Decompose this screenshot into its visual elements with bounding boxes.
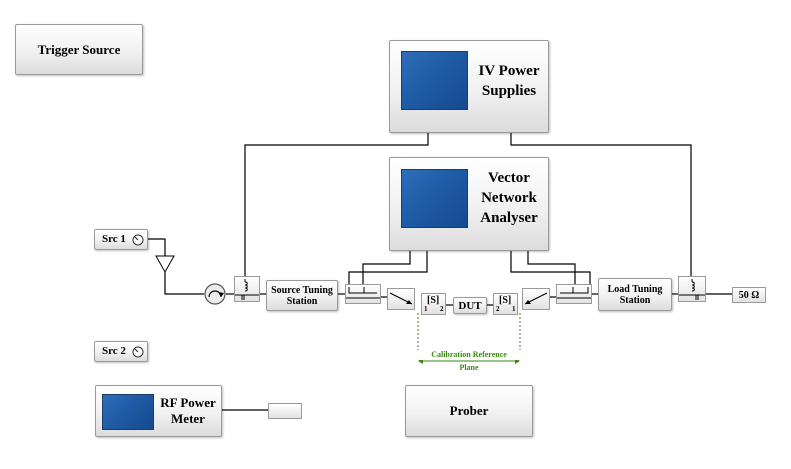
rf-power-meter-block[interactable]: RF Power Meter (95, 385, 222, 437)
vna-screen-icon (401, 169, 468, 228)
s-left-port-a: 1 (424, 305, 428, 313)
iv-to-load-bias-line (510, 133, 692, 281)
load-tuning-label-1: Load Tuning (607, 283, 663, 295)
left-coupler[interactable] (345, 284, 381, 304)
prober-block[interactable]: Prober (405, 385, 533, 437)
s-left-port-b: 2 (440, 305, 444, 313)
calibration-plane-label-2: Plane (414, 363, 524, 373)
s-right-port-b: 1 (512, 305, 516, 313)
load-50-ohm[interactable]: 50 Ω (732, 287, 766, 303)
iv-label-2: Supplies (481, 83, 537, 99)
src1-label: Src 1 (102, 233, 126, 245)
isolator-icon (204, 283, 226, 305)
calibration-label-1: Calibration Reference (431, 350, 507, 359)
s-param-left[interactable]: [S] 1 2 (421, 293, 446, 315)
iv-to-source-bias-line (244, 133, 429, 281)
s-left-label: [S] (427, 295, 440, 306)
prober-label: Prober (449, 403, 489, 418)
vna-label-2: Network (481, 190, 537, 206)
load-tuning-station[interactable]: Load Tuning Station (598, 278, 672, 311)
amplifier-icon (155, 255, 175, 274)
src2-block[interactable]: Src 2 (94, 341, 148, 362)
source-tuning-station[interactable]: Source Tuning Station (266, 280, 338, 311)
source-tuning-label-2: Station (286, 295, 318, 307)
coupler-icon (346, 287, 380, 299)
dut-label: DUT (458, 299, 482, 312)
vna-label-3: Analyser (480, 210, 538, 226)
rf-meter-label-2: Meter (171, 411, 205, 426)
load-50-label: 50 Ω (738, 289, 760, 301)
vna-label-1: Vector (488, 170, 530, 186)
s-right-label: [S] (499, 295, 512, 306)
src1-block[interactable]: Src 1 (94, 229, 148, 250)
rf-meter-label-1: RF Power (160, 395, 216, 410)
power-meter-screen-icon (102, 394, 154, 430)
amp-to-isolator-line (164, 272, 204, 295)
right-coupler[interactable] (556, 284, 592, 304)
left-probe[interactable] (387, 288, 415, 310)
calibration-plane-label: Calibration Reference (414, 350, 524, 360)
vna-left-b-line (362, 251, 411, 284)
iv-power-supplies-block[interactable]: IV Power Supplies (389, 40, 549, 133)
dut-block[interactable]: DUT (453, 297, 487, 314)
vna-left-a-line (348, 251, 428, 284)
vna-right-b-line (527, 251, 576, 284)
bias-tee-icon (679, 279, 705, 300)
coupler-icon (557, 287, 591, 299)
s-param-right[interactable]: [S] 2 1 (493, 293, 518, 315)
source-bias-tee[interactable] (234, 276, 260, 302)
knob-icon (132, 234, 144, 246)
src1-line (148, 238, 166, 256)
power-sensor[interactable] (268, 403, 302, 419)
vna-right-a-line (510, 251, 591, 284)
vna-block[interactable]: Vector Network Analyser (389, 157, 549, 251)
iv-label-1: IV Power (478, 63, 540, 79)
bias-tee-icon (235, 279, 259, 300)
load-bias-tee[interactable] (678, 276, 706, 302)
trigger-source-block[interactable]: Trigger Source (15, 24, 143, 75)
right-probe[interactable] (522, 288, 550, 310)
probe-arrow-icon (524, 292, 548, 305)
s-right-port-a: 2 (496, 305, 500, 313)
source-tuning-label-1: Source Tuning (271, 284, 333, 296)
calibration-label-2: Plane (459, 363, 479, 372)
knob-icon (132, 346, 144, 358)
iv-screen-icon (401, 51, 468, 110)
src2-label: Src 2 (102, 345, 126, 357)
trigger-source-label: Trigger Source (37, 41, 121, 57)
probe-arrow-icon (389, 292, 413, 305)
load-tuning-label-2: Station (619, 294, 651, 306)
